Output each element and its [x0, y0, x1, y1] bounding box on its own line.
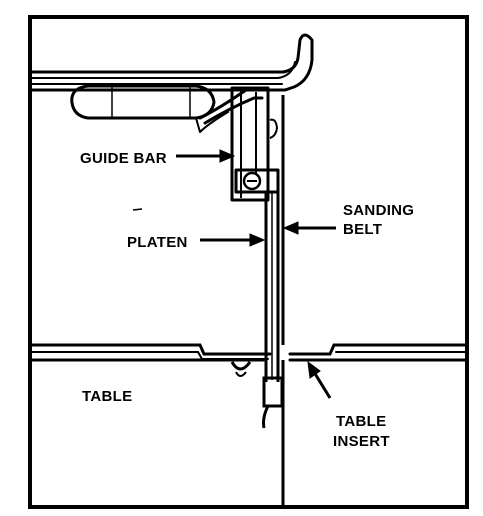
scan-speck: [133, 209, 142, 210]
table-label: TABLE: [82, 388, 132, 405]
upper-arm-housing: [32, 35, 312, 132]
platen-arrowhead: [250, 234, 264, 246]
table: [32, 345, 465, 360]
platen-label: PLATEN: [127, 234, 188, 251]
sanding-belt-arrowhead: [284, 222, 298, 234]
table-insert-arrowhead: [308, 362, 320, 378]
guide-bar-label: GUIDE BAR: [80, 150, 167, 167]
platen-and-belt: [264, 192, 283, 428]
sanding-label: SANDING: [343, 202, 414, 219]
table-insert-label-line1: TABLE: [336, 413, 386, 430]
table-lock-screw: [224, 360, 264, 376]
belt-label: BELT: [343, 221, 382, 238]
table-insert-label-line2: INSERT: [333, 433, 390, 450]
